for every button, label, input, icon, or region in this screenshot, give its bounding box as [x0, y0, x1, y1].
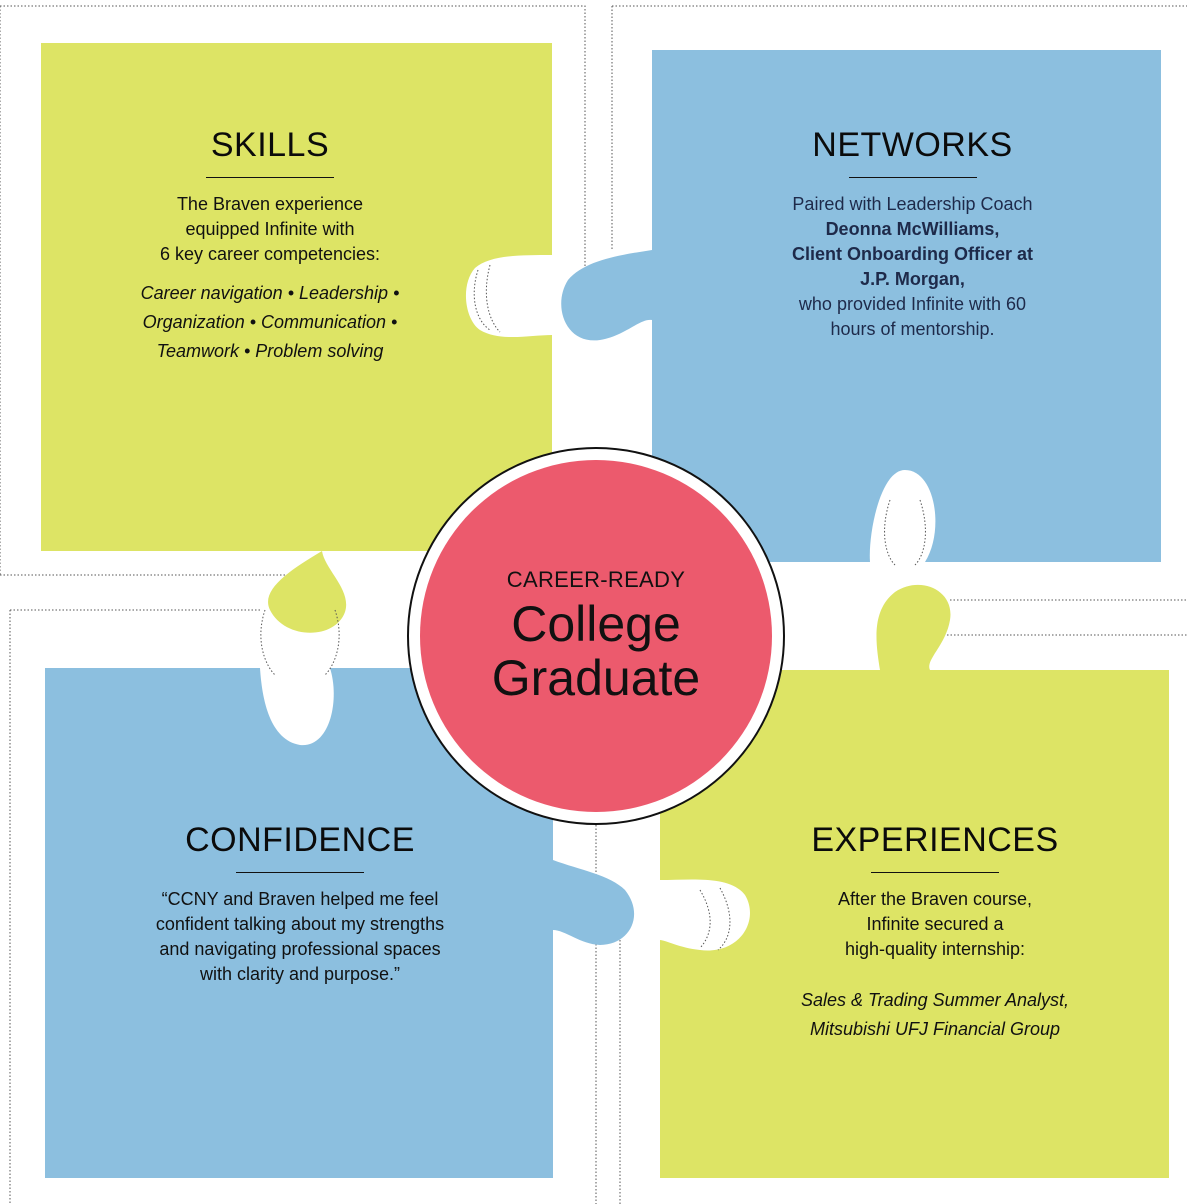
- networks-piece: [561, 50, 1161, 562]
- center-eyebrow: CAREER-READY: [506, 567, 686, 592]
- confidence-title: CONFIDENCE: [185, 821, 415, 859]
- experiences-divider: [871, 872, 999, 873]
- experiences-role: Sales & Trading Summer Analyst, Mitsubis…: [800, 990, 1070, 1039]
- experiences-title: EXPERIENCES: [811, 821, 1059, 859]
- networks-text: Paired with Leadership Coach Deonna McWi…: [791, 194, 1033, 339]
- center-line-2: Graduate: [491, 650, 701, 706]
- skills-title: SKILLS: [210, 126, 330, 164]
- skills-competencies: Career navigation • Leadership • Organiz…: [140, 283, 400, 361]
- networks-panel: NETWORKS Paired with Leadership Coach De…: [700, 125, 1125, 342]
- skills-panel: SKILLS The Braven experience equipped In…: [60, 125, 480, 366]
- confidence-panel: CONFIDENCE “CCNY and Braven helped me fe…: [90, 820, 510, 987]
- outline-top-left: [0, 5, 586, 270]
- confidence-quote: “CCNY and Braven helped me feel confiden…: [155, 889, 445, 984]
- skills-divider: [206, 177, 334, 178]
- center-line-1: College: [511, 596, 681, 652]
- experiences-intro: After the Braven course, Infinite secure…: [837, 889, 1033, 959]
- experiences-panel: EXPERIENCES After the Braven course, Inf…: [720, 820, 1150, 1044]
- networks-title: NETWORKS: [812, 126, 1013, 164]
- center-label: CAREER-READY College Graduate: [412, 452, 780, 820]
- skills-intro: The Braven experience equipped Infinite …: [159, 194, 381, 264]
- confidence-divider: [236, 872, 364, 873]
- networks-divider: [848, 177, 977, 178]
